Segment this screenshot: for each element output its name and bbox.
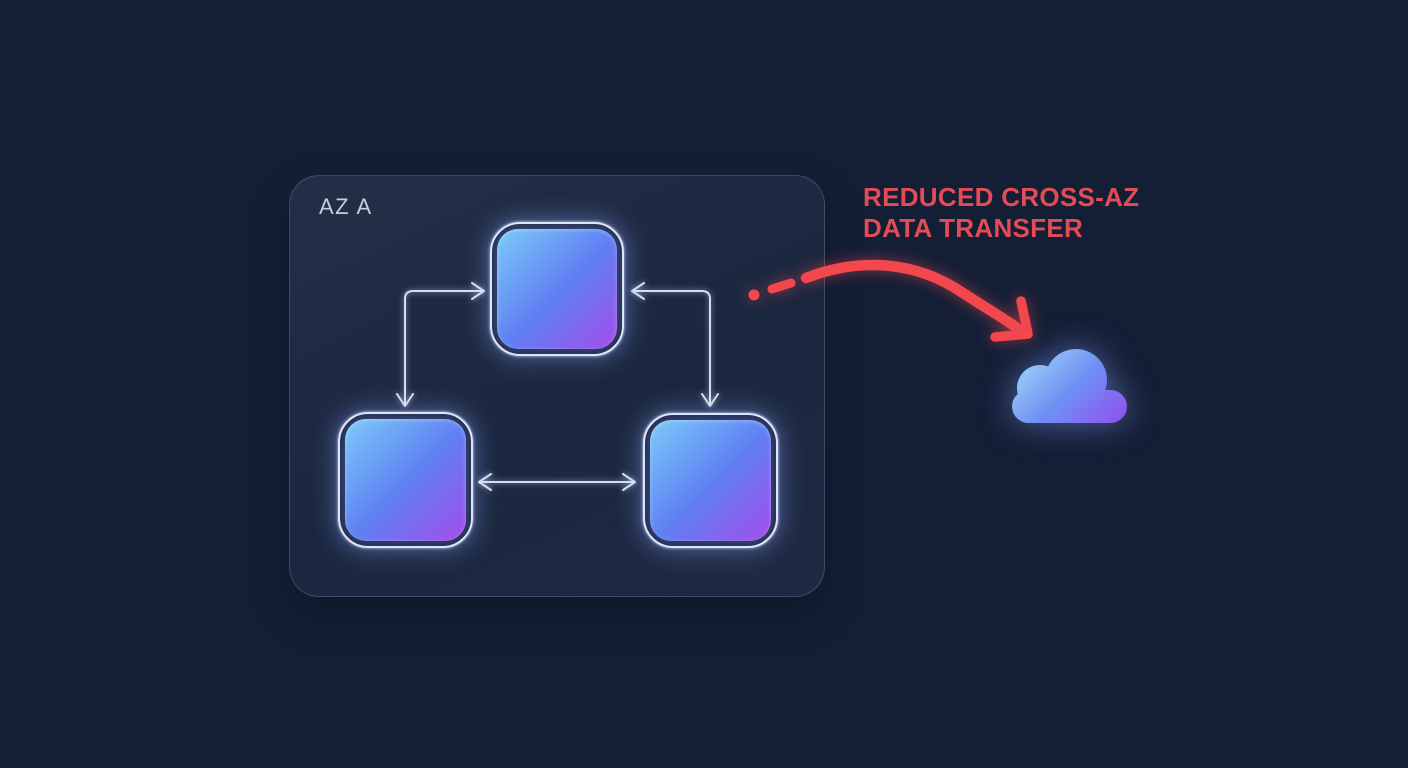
red-arrowhead bbox=[990, 296, 1033, 342]
node-bottom-left-gradient bbox=[345, 419, 466, 541]
node-bottom-right-gradient bbox=[650, 420, 771, 541]
annotation-label: REDUCED CROSS-AZ DATA TRANSFER bbox=[863, 182, 1139, 244]
annotation-line-2: DATA TRANSFER bbox=[863, 213, 1084, 243]
node-bottom-left bbox=[338, 412, 473, 548]
az-label: AZ A bbox=[319, 194, 373, 219]
node-top bbox=[490, 222, 624, 356]
annotation-line-1: REDUCED CROSS-AZ bbox=[863, 182, 1140, 212]
cloud-icon bbox=[1012, 349, 1127, 423]
red-arrow-curve bbox=[800, 259, 1031, 340]
node-bottom-right bbox=[643, 413, 778, 548]
node-top-gradient bbox=[497, 229, 617, 349]
